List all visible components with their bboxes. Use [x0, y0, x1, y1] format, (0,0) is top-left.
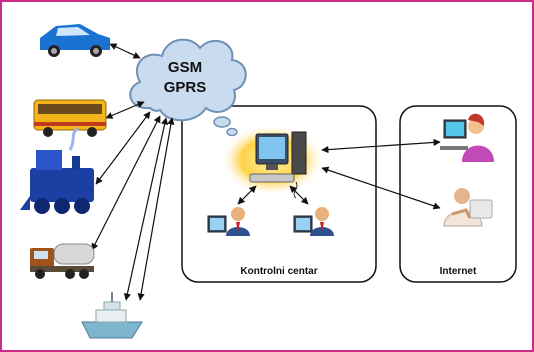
internet-user-woman-icon [440, 113, 494, 162]
link-tanker [91, 115, 161, 251]
control-center-label: Kontrolni centar [240, 266, 317, 277]
link-operator-right [289, 185, 309, 205]
cloud-label-gsm: GSM [168, 59, 202, 76]
link-internet-user-2 [321, 166, 441, 210]
internet-user-man-icon [443, 188, 493, 227]
ship-icon [81, 292, 143, 339]
bus-icon [33, 99, 107, 137]
operator-right-icon [293, 207, 334, 236]
link-car [109, 43, 141, 59]
link-ship-2 [137, 117, 175, 301]
link-ship-1 [123, 117, 169, 301]
link-operator-left [237, 185, 257, 205]
link-internet-user-1 [321, 138, 441, 154]
car-icon [40, 24, 110, 57]
locomotive-icon [20, 126, 94, 214]
internet-label: Internet [440, 266, 477, 277]
link-bus [105, 101, 145, 119]
tanker-truck-icon [30, 243, 95, 279]
cloud-label-gprs: GPRS [164, 79, 207, 96]
vehicle-links [91, 43, 175, 301]
control-links [237, 185, 309, 205]
gsm-gprs-cloud: GSM GPRS [129, 38, 247, 137]
internet-links [321, 138, 441, 210]
operator-left-icon [207, 207, 250, 236]
server-computer-icon [220, 124, 324, 199]
